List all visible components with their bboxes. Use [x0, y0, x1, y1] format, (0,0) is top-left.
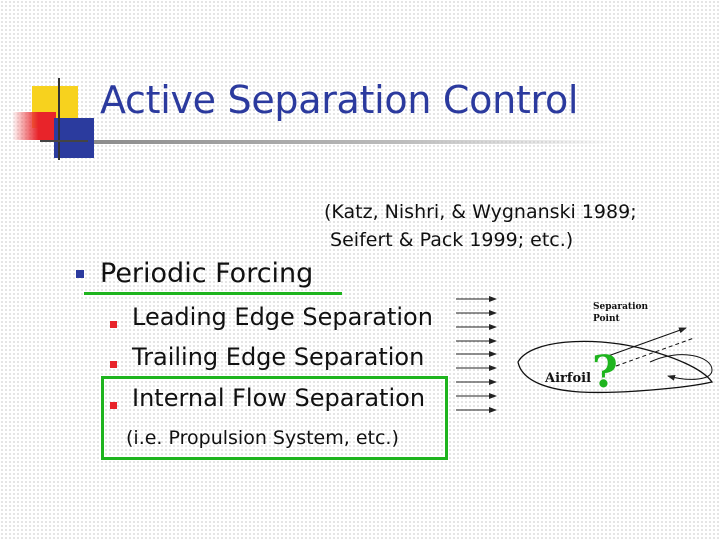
airfoil-label: Airfoil — [544, 371, 591, 386]
question-mark: ? — [592, 347, 618, 398]
decor-horizontal-line — [40, 140, 88, 142]
separation-streamline — [607, 327, 687, 357]
main-bullet-marker — [76, 270, 84, 278]
airfoil-outline — [517, 340, 714, 394]
title-rule — [94, 140, 614, 144]
main-bullet-underline — [84, 292, 342, 295]
decor-vertical-line — [58, 78, 60, 160]
airfoil-diagram: Separation Point Airfoil ? — [456, 296, 714, 413]
freestream-arrows — [456, 296, 497, 413]
decor-red-square — [12, 112, 56, 140]
sub-bullet-leading-edge: Leading Edge Separation — [132, 303, 433, 331]
sub-bullet-marker — [110, 402, 117, 409]
sub-bullet-marker — [110, 361, 117, 368]
separation-label-1: Separation — [593, 302, 649, 312]
slide-title: Active Separation Control — [100, 78, 579, 122]
citation: (Katz, Nishri, & Wygnanski 1989; Seifert… — [324, 198, 637, 254]
sub-bullet-internal-flow: Internal Flow Separation — [132, 384, 426, 412]
decor-blue-square — [54, 118, 94, 158]
sub-bullet-marker — [110, 321, 117, 328]
citation-line-2: Seifert & Pack 1999; etc.) — [324, 229, 574, 251]
highlight-box — [101, 376, 448, 460]
sub-bullet-trailing-edge: Trailing Edge Separation — [132, 343, 425, 371]
main-bullet-label: Periodic Forcing — [100, 258, 314, 289]
propulsion-note: (i.e. Propulsion System, etc.) — [126, 427, 399, 449]
separation-label-2: Point — [593, 314, 620, 324]
recirculation-loop — [649, 354, 713, 381]
citation-line-1: (Katz, Nishri, & Wygnanski 1989; — [324, 201, 637, 223]
